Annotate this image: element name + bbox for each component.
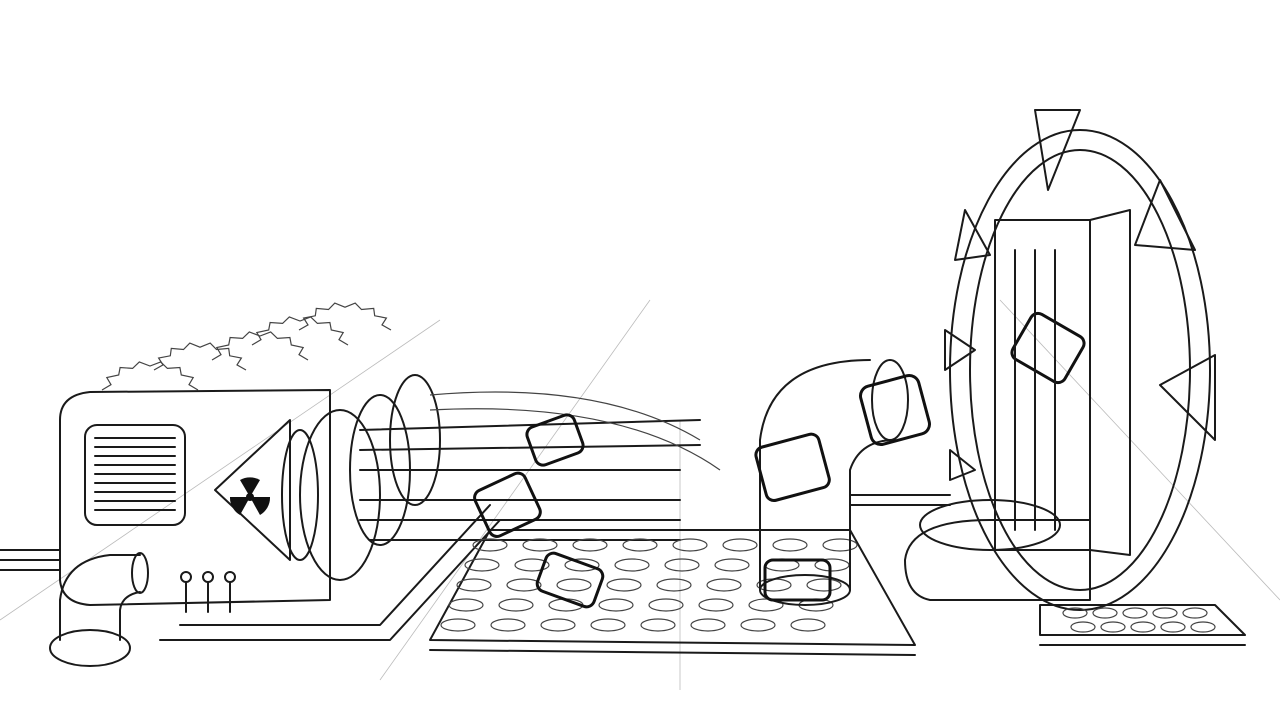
plate-hole — [514, 558, 550, 572]
plate-hole — [1092, 607, 1118, 619]
cylinders — [281, 374, 721, 581]
gear-icon — [101, 302, 392, 391]
plate-hole — [614, 558, 650, 572]
portal — [849, 109, 1216, 611]
plate-hole — [740, 618, 776, 632]
plate-hole — [722, 538, 758, 552]
plate-hole — [790, 618, 826, 632]
plate-hole — [522, 538, 558, 552]
gear — [101, 361, 199, 391]
plate-hole — [714, 558, 750, 572]
plate-hole — [706, 578, 742, 592]
plate-hole — [564, 558, 600, 572]
small-perforated-plate — [1039, 604, 1246, 646]
vent-grille — [94, 437, 176, 511]
plate-hole — [622, 538, 658, 552]
plate-hole — [440, 618, 476, 632]
perforated-plate — [429, 529, 916, 656]
plate-hole — [656, 578, 692, 592]
plate-hole — [556, 578, 592, 592]
plate-hole — [540, 618, 576, 632]
plate-hole — [1100, 621, 1126, 633]
plate-hole — [1122, 607, 1148, 619]
plate-hole — [1130, 621, 1156, 633]
elbow-pipe-center — [759, 359, 909, 606]
cube-icon — [473, 311, 1086, 609]
machine-body — [0, 389, 501, 641]
plate-hole — [1190, 621, 1216, 633]
elbow-pipe-left — [49, 552, 149, 667]
plate-hole — [1070, 621, 1096, 633]
plate-hole — [640, 618, 676, 632]
plate-hole — [606, 578, 642, 592]
plate-hole — [1160, 621, 1186, 633]
gear — [153, 342, 247, 371]
plate-hole — [698, 598, 734, 612]
plate-hole — [664, 558, 700, 572]
plate-hole — [448, 598, 484, 612]
plate-hole — [772, 538, 808, 552]
plate-hole — [598, 598, 634, 612]
plate-hole — [690, 618, 726, 632]
radiation-icon — [229, 477, 271, 515]
plate-hole — [464, 558, 500, 572]
plate-hole — [590, 618, 626, 632]
gear — [211, 331, 309, 361]
gear — [251, 316, 349, 346]
plate-hole — [822, 538, 858, 552]
gear — [298, 302, 392, 331]
plate-hole — [506, 578, 542, 592]
plate-hole — [456, 578, 492, 592]
plate-hole — [472, 538, 508, 552]
plate-hole — [748, 598, 784, 612]
plate-hole — [1062, 607, 1088, 619]
plate-hole — [1152, 607, 1178, 619]
plate-hole — [1182, 607, 1208, 619]
plate-hole — [498, 598, 534, 612]
plate-hole — [490, 618, 526, 632]
plate-hole — [648, 598, 684, 612]
plate-hole — [806, 578, 842, 592]
plate-hole — [572, 538, 608, 552]
plate-hole — [672, 538, 708, 552]
